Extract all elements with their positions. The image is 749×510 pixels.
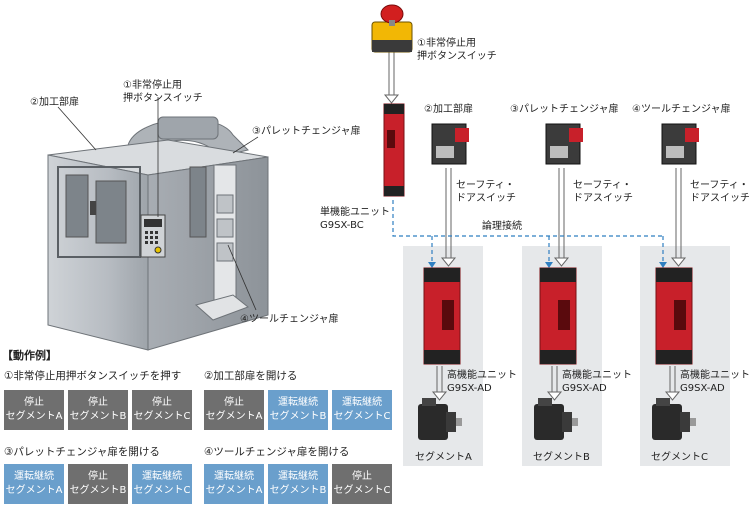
- box-segment: セグメントA: [5, 411, 63, 422]
- door-3-title: ④ツールチェンジャ扉: [632, 104, 731, 115]
- box-status: 運転継続: [142, 471, 182, 482]
- box-status: 停止: [224, 397, 244, 408]
- single-function-unit-icon: [383, 103, 405, 197]
- machine-label-tool-door: ④ツールチェンジャ扉: [240, 314, 339, 325]
- box-status: 停止: [352, 471, 372, 482]
- advanced-unit-c-icon: [655, 267, 693, 365]
- logic-link-label: 論理接続: [482, 221, 522, 232]
- example-2-box-b: 運転継続 セグメントB: [268, 390, 328, 430]
- example-1-caption: ①非常停止用押ボタンスイッチを押す: [4, 370, 182, 382]
- advanced-unit-a-icon: [423, 267, 461, 365]
- door-3-switch-label: セーフティ・ ドアスイッチ: [690, 180, 749, 204]
- example-2-box-c: 運転継続 セグメントC: [332, 390, 392, 430]
- box-segment: セグメントC: [333, 485, 391, 496]
- box-segment: セグメントB: [69, 411, 127, 422]
- box-status: 運転継続: [14, 471, 54, 482]
- machining-center-illustration: [47, 97, 269, 351]
- box-segment: セグメントC: [133, 485, 191, 496]
- box-status: 運転継続: [214, 471, 254, 482]
- door-1-title: ②加工部扉: [424, 104, 473, 115]
- box-status: 停止: [24, 397, 44, 408]
- example-4-box-c: 停止 セグメントC: [332, 464, 392, 504]
- example-4-box-b: 運転継続 セグメントB: [268, 464, 328, 504]
- example-1-box-a: 停止 セグメントA: [4, 390, 64, 430]
- box-status: 運転継続: [278, 471, 318, 482]
- segment-c-unit-label: 高機能ユニット G9SX-AD: [680, 370, 749, 394]
- estop-label: ①非常停止用 押ボタンスイッチ: [417, 38, 497, 62]
- door-2-title: ③パレットチェンジャ扉: [510, 104, 619, 115]
- example-2-box-a: 停止 セグメントA: [204, 390, 264, 430]
- segment-a-label: セグメントA: [415, 452, 472, 463]
- box-segment: セグメントA: [5, 485, 63, 496]
- machine-label-pallet-door: ③パレットチェンジャ扉: [252, 126, 361, 137]
- segment-a-unit-label: 高機能ユニット G9SX-AD: [447, 370, 517, 394]
- example-3-box-a: 運転継続 セグメントA: [4, 464, 64, 504]
- door-switch-2-icon: [545, 123, 583, 165]
- example-3-caption: ③パレットチェンジャ扉を開ける: [4, 446, 160, 458]
- box-status: 運転継続: [278, 397, 318, 408]
- segment-c-label: セグメントC: [651, 452, 708, 463]
- example-3-box-c: 運転継続 セグメントC: [132, 464, 192, 504]
- box-segment: セグメントB: [269, 485, 327, 496]
- estop-switch-icon: [371, 4, 413, 53]
- example-4-caption: ④ツールチェンジャ扉を開ける: [204, 446, 350, 458]
- servo-motor-c-icon: [652, 398, 696, 440]
- servo-motor-a-icon: [418, 398, 462, 440]
- servo-motor-b-icon: [534, 398, 578, 440]
- box-status: 停止: [88, 397, 108, 408]
- door-2-switch-label: セーフティ・ ドアスイッチ: [573, 180, 633, 204]
- box-segment: セグメントA: [205, 485, 263, 496]
- box-status: 停止: [152, 397, 172, 408]
- example-3-box-b: 停止 セグメントB: [68, 464, 128, 504]
- door-switch-3-icon: [661, 123, 699, 165]
- box-segment: セグメントA: [205, 411, 263, 422]
- box-segment: セグメントC: [333, 411, 391, 422]
- box-status: 運転継続: [342, 397, 382, 408]
- advanced-unit-b-icon: [539, 267, 577, 365]
- machine-label-process-door: ②加工部扉: [30, 97, 79, 108]
- door-switch-1-icon: [431, 123, 469, 165]
- example-4-box-a: 運転継続 セグメントA: [204, 464, 264, 504]
- single-unit-label: 単機能ユニット G9SX-BC: [320, 207, 390, 231]
- examples-heading: 【動作例】: [2, 349, 57, 362]
- box-segment: セグメントB: [269, 411, 327, 422]
- example-1-box-c: 停止 セグメントC: [132, 390, 192, 430]
- segment-b-label: セグメントB: [533, 452, 590, 463]
- segment-b-unit-label: 高機能ユニット G9SX-AD: [562, 370, 632, 394]
- example-1-box-b: 停止 セグメントB: [68, 390, 128, 430]
- box-status: 停止: [88, 471, 108, 482]
- box-segment: セグメントC: [133, 411, 191, 422]
- machine-label-estop: ①非常停止用 押ボタンスイッチ: [123, 80, 203, 104]
- door-1-switch-label: セーフティ・ ドアスイッチ: [456, 180, 516, 204]
- box-segment: セグメントB: [69, 485, 127, 496]
- example-2-caption: ②加工部扉を開ける: [204, 370, 298, 382]
